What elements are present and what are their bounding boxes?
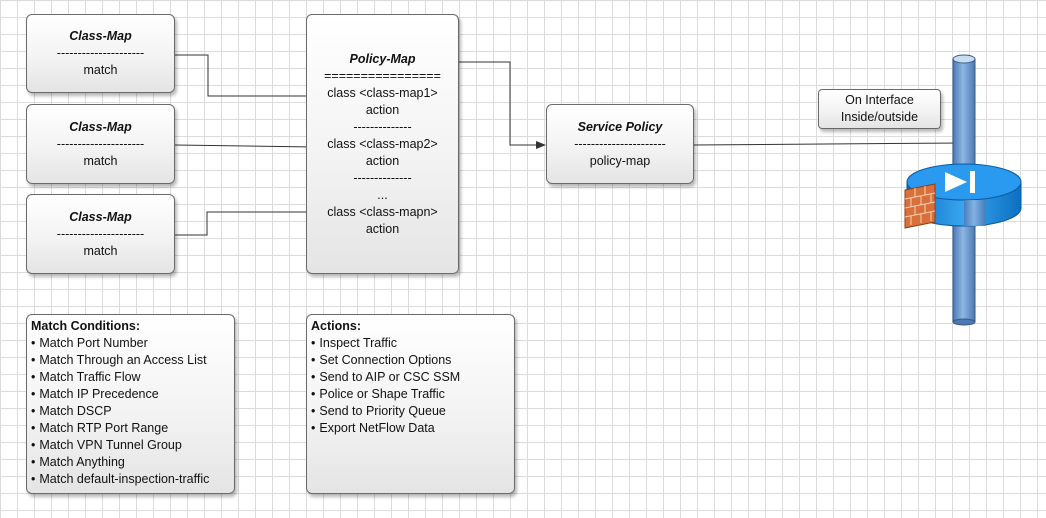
policy-map-class-2: class <class-map2> [327, 137, 438, 151]
list-item: Inspect Traffic [311, 335, 510, 352]
connector-classmap2-policymap [174, 142, 316, 151]
policy-map-divider: -------------- [353, 120, 412, 134]
connector-policymap-servicepolicy [459, 61, 546, 149]
list-item: Match Port Number [31, 335, 230, 352]
list-item: Police or Shape Traffic [311, 386, 510, 403]
class-map-title: Class-Map [69, 209, 132, 224]
interface-label-line1: On Interface [845, 93, 914, 107]
policy-map-box: Policy-Map ================ class <class… [306, 14, 459, 274]
actions-heading: Actions: [311, 319, 361, 333]
class-map-box-1: Class-Map --------------------- match [26, 14, 175, 93]
class-map-divider: --------------------- [56, 226, 145, 241]
list-item: Match Anything [31, 454, 230, 471]
class-map-divider: --------------------- [56, 46, 145, 60]
policy-map-title: Policy-Map [349, 52, 416, 66]
list-item: Send to Priority Queue [311, 403, 510, 420]
policy-map-class-n: class <class-mapn> [327, 205, 438, 219]
policy-map-class-1: class <class-map1> [327, 86, 438, 100]
match-conditions-heading: Match Conditions: [31, 319, 141, 333]
actions-list: Inspect Traffic Set Connection Options S… [311, 335, 510, 437]
service-policy-divider: ---------------------- [574, 136, 666, 151]
policy-map-action-2: action [365, 154, 400, 168]
service-policy-title: Service Policy [577, 119, 663, 134]
list-item: Export NetFlow Data [311, 420, 510, 437]
policy-map-separator: ================ [324, 69, 441, 83]
list-item: Match default-inspection-traffic [31, 471, 230, 488]
policy-map-action-n: action [365, 222, 400, 236]
list-item: Match Traffic Flow [31, 369, 230, 386]
class-map-title: Class-Map [69, 29, 132, 43]
policy-map-divider: -------------- [353, 171, 412, 185]
class-map-title: Class-Map [69, 119, 132, 134]
service-policy-box: Service Policy ---------------------- po… [546, 104, 694, 184]
list-item: Match IP Precedence [31, 386, 230, 403]
interface-label-line2: Inside/outside [840, 110, 919, 124]
list-item: Match DSCP [31, 403, 230, 420]
match-conditions-box: Match Conditions: Match Port Number Matc… [26, 314, 235, 494]
router-firewall-icon [904, 163, 1022, 229]
list-item: Match VPN Tunnel Group [31, 437, 230, 454]
connector-classmap1-policymap [175, 54, 316, 100]
service-policy-body: policy-map [589, 153, 651, 168]
class-map-box-3: Class-Map --------------------- match [26, 194, 175, 274]
actions-box: Actions: Inspect Traffic Set Connection … [306, 314, 515, 494]
connector-servicepolicy-interface [693, 139, 963, 148]
connector-classmapn-policymap [175, 208, 316, 236]
list-item: Set Connection Options [311, 352, 510, 369]
policy-map-ellipsis: ... [377, 188, 388, 202]
match-conditions-list: Match Port Number Match Through an Acces… [31, 335, 230, 488]
policy-map-action-1: action [365, 103, 400, 117]
list-item: Send to AIP or CSC SSM [311, 369, 510, 386]
firewall-icon [904, 183, 936, 229]
class-map-match: match [83, 243, 118, 258]
class-map-box-2: Class-Map --------------------- match [26, 104, 175, 184]
interface-label-box: On Interface Inside/outside [818, 89, 941, 129]
class-map-match: match [83, 153, 118, 168]
class-map-divider: --------------------- [56, 136, 145, 151]
list-item: Match RTP Port Range [31, 420, 230, 437]
list-item: Match Through an Access List [31, 352, 230, 369]
class-map-match: match [83, 63, 118, 77]
